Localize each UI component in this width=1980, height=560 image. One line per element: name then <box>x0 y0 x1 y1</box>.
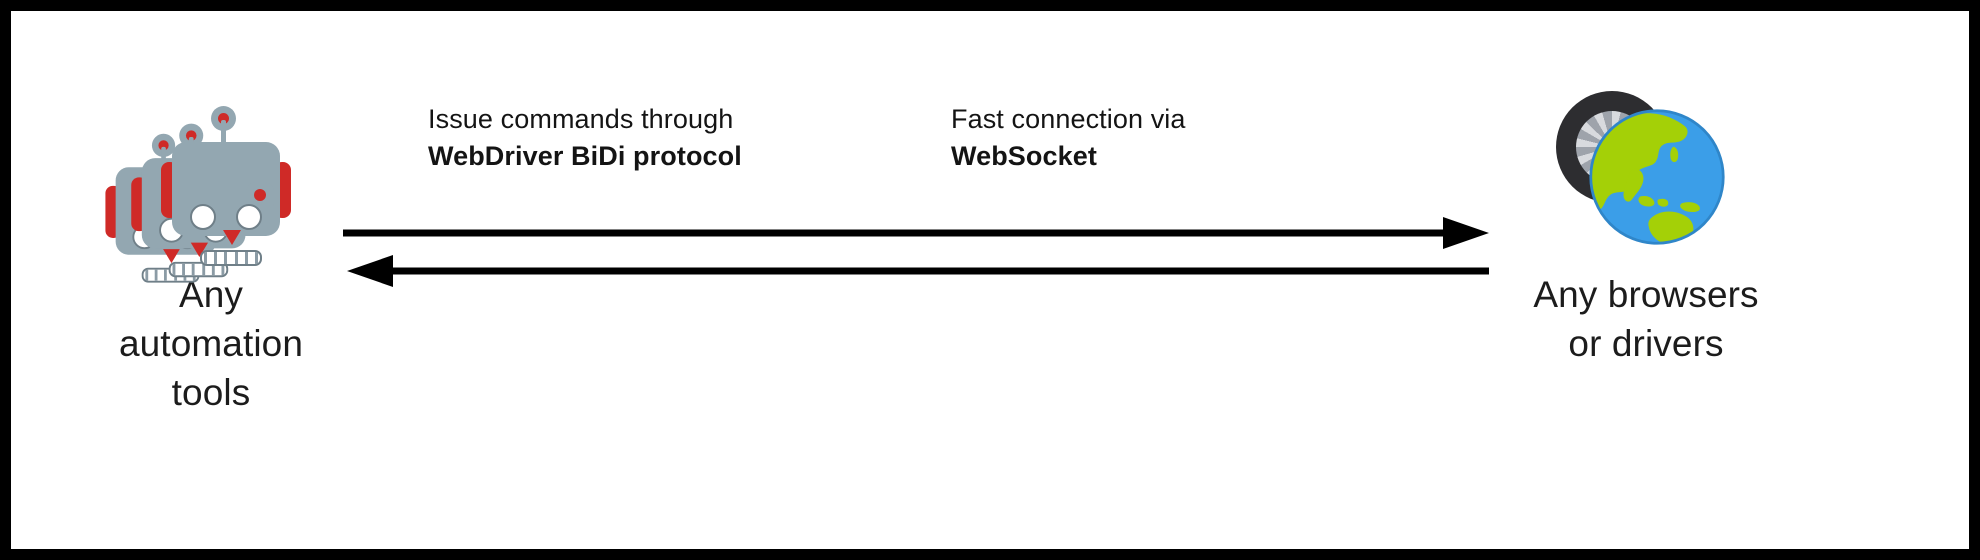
arrow-outbound <box>343 217 1489 249</box>
node-label-line: Any browsers <box>1533 274 1759 315</box>
robot-antenna-ball-icon <box>211 106 236 131</box>
node-label-line: automation <box>118 323 304 365</box>
robot-side-knob-icon <box>246 182 274 208</box>
robot-icon <box>161 106 291 266</box>
robot-antenna-ball-icon <box>151 133 176 158</box>
node-browsers-drivers: Any browsers or drivers <box>1466 86 1826 368</box>
robot-head-icon <box>172 142 280 266</box>
annotation-line-regular: Fast connection via <box>951 104 1186 134</box>
robot-nose-icon <box>223 230 241 245</box>
robot-eye-left-icon <box>190 204 216 230</box>
robot-nose-icon <box>163 249 180 264</box>
globe-icon <box>1589 109 1725 245</box>
annotation-line-bold: WebDriver BiDi protocol <box>428 141 742 172</box>
node-browsers-drivers-label: Any browsers or drivers <box>1533 270 1758 368</box>
robot-antenna-stalk-icon <box>221 120 226 146</box>
node-automation-tools: Any automation tools <box>66 106 356 418</box>
browser-icon-group <box>1546 86 1746 256</box>
annotation-websocket: Fast connection via WebSocket <box>951 101 1186 176</box>
annotation-line-bold: WebSocket <box>951 141 1097 172</box>
robot-mouth-icon <box>200 250 262 266</box>
annotation-line-regular: Issue commands through <box>428 104 734 134</box>
arrow-inbound <box>347 255 1489 287</box>
node-label-line: tools <box>171 372 251 414</box>
annotation-webdriver-bidi: Issue commands through WebDriver BiDi pr… <box>428 101 742 176</box>
robot-icon-group <box>105 106 311 283</box>
node-label-line: or drivers <box>1568 323 1724 365</box>
diagram-canvas: Any automation tools Issue commands thro… <box>11 11 1969 549</box>
node-automation-tools-label: Any automation tools <box>119 270 303 418</box>
robot-eye-right-icon <box>236 204 262 230</box>
